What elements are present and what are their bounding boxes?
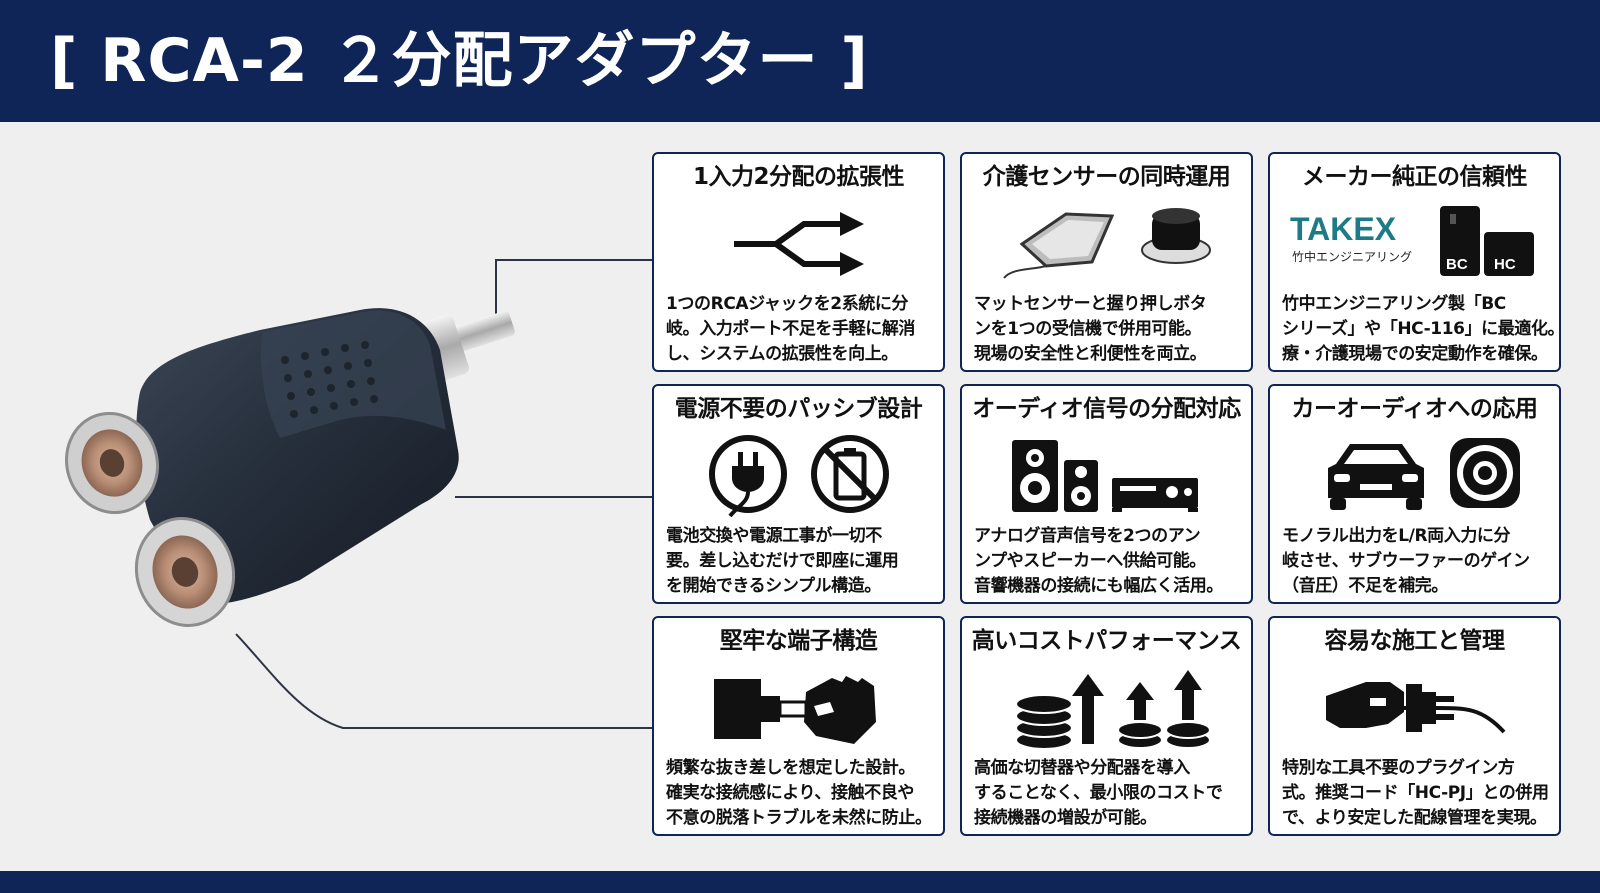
feature-desc: モノラル出力をL/R両入力に分岐させ、サブウーファーのゲイン（音圧）不足を補完。 [1282,526,1530,596]
feature-title: 高いコストパフォーマンス [971,628,1242,654]
feature-title: 容易な施工と管理 [1324,628,1506,654]
takex-logo: TAKEX 竹中エンジニアリング BC HC [1290,206,1534,276]
plug-icon [709,435,787,518]
feature-desc: アナログ音声信号を2つのアンンプやスピーカーへ供給可能。音響機器の接続にも幅広く… [974,526,1223,596]
feature-card-expansion: 1入力2分配の拡張性 1つのRCAジャックを2系統に分岐。入力ポート不足を手軽に… [652,152,945,372]
feature-card-audio: オーディオ信号の分配対応 アナログ音声信号を2つのアンンプやスピーカーへ供給可能… [960,384,1253,604]
no-battery-icon [811,435,889,513]
logo-text: TAKEX [1290,211,1397,247]
car-icon [1328,444,1424,510]
mat-sensor-icon [1003,208,1211,279]
feature-desc: 1つのRCAジャックを2系統に分岐。入力ポート不足を手軽に解消し、システムの拡張… [666,294,915,364]
page-title: [ RCA-2 ２分配アダプター ] [50,26,869,96]
split-arrow-icon [734,212,864,276]
feature-desc: マットセンサーと握り押しボタンを1つの受信機で併用可能。現場の安全性と利便性を両… [974,294,1207,364]
header-bar: [ RCA-2 ２分配アダプター ] [0,0,1600,122]
feature-title: 1入力2分配の拡張性 [692,164,905,190]
feature-card-passive: 電源不要のパッシブ設計 電池交換や電源工事が一切不要。差し込むだけで即座に運用を… [652,384,945,604]
cost-coins-icon [1015,670,1211,750]
feature-card-reliability: メーカー純正の信頼性 TAKEX 竹中エンジニアリング BC HC 竹中エンジニ… [1268,152,1561,372]
speaker-icon [1450,438,1520,508]
feature-grid: 1入力2分配の拡張性 1つのRCAジャックを2系統に分岐。入力ポート不足を手軽に… [652,152,1561,836]
robust-plug-icon [714,676,876,744]
feature-title: カーオーディオへの応用 [1291,396,1538,422]
feature-card-car-audio: カーオーディオへの応用 モノラル出力をL/R両入力に分岐させ、サブウーファーのゲ… [1268,384,1561,604]
feature-desc: 高価な切替器や分配器を導入することなく、最小限のコストで接続機器の増設が可能。 [974,758,1223,828]
feature-desc: 頻繁な抜き差しを想定した設計。確実な接続感により、接触不良や不意の脱落トラブルを… [666,758,932,828]
badge-hc: HC [1494,256,1516,273]
feature-card-robust: 堅牢な端子構造 頻繁な抜き差しを想定した設計。確実な接続感により、接触不良や不意… [652,616,945,836]
audio-speaker-icon [1012,440,1198,512]
feature-card-cost: 高いコストパフォーマンス 高価な切替器や分配器を導入することなく、最小限のコスト… [960,616,1253,836]
feature-desc: 電池交換や電源工事が一切不要。差し込むだけで即座に運用を開始できるシンプル構造。 [666,526,899,596]
feature-title: 介護センサーの同時運用 [982,164,1231,190]
feature-card-sensor: 介護センサーの同時運用 マットセンサーと握り押しボタンを1つの受信機で併用可能。… [960,152,1253,372]
feature-card-easy-install: 容易な施工と管理 特別な工具不要のプラグイン方式。推奨コード「HC-PJ」との併… [1268,616,1561,836]
footer-bar [0,871,1600,893]
no-power-icon [709,435,889,518]
easy-plugin-icon [1326,682,1506,734]
feature-title: 電源不要のパッシブ設計 [674,396,923,422]
feature-desc: 特別な工具不要のプラグイン方式。推奨コード「HC-PJ」との併用で、より安定した… [1282,758,1549,828]
badge-bc: BC [1446,256,1468,273]
car-audio-icon [1328,438,1520,510]
feature-title: 堅牢な端子構造 [719,628,878,654]
logo-subtitle: 竹中エンジニアリング [1292,249,1412,264]
feature-title: オーディオ信号の分配対応 [972,396,1241,422]
feature-title: メーカー純正の信頼性 [1302,164,1528,190]
